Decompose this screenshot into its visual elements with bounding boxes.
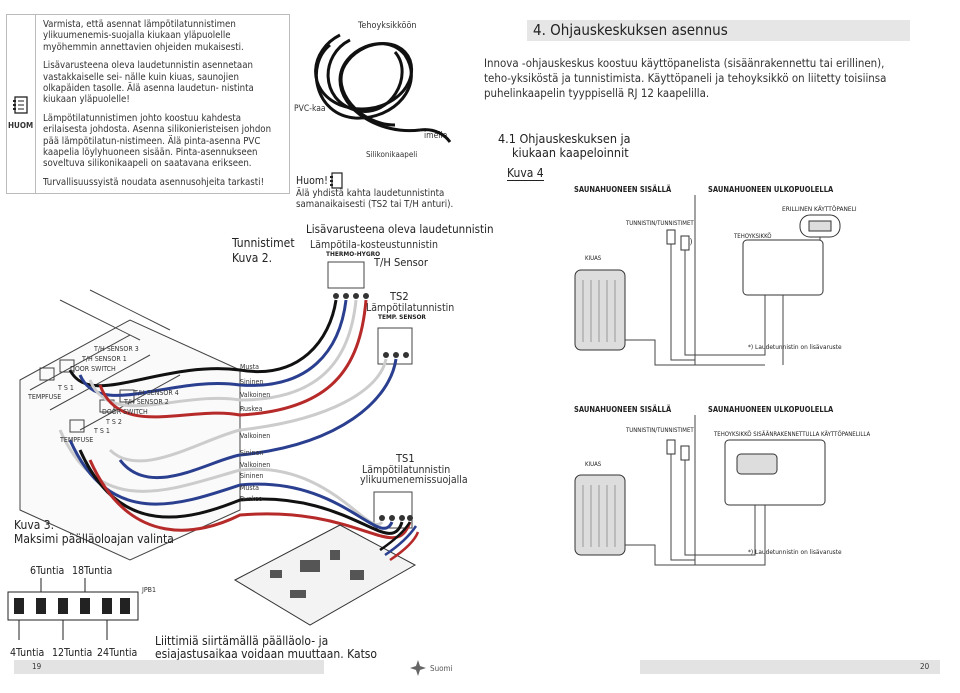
cabling-diagram-2	[574, 415, 826, 566]
d1-kiuas-label: KIUAS	[585, 255, 602, 262]
cabling-diagram-1	[574, 195, 841, 366]
wire-label-9: Musta	[240, 484, 260, 492]
star-logo-icon	[410, 660, 426, 676]
board-ts2: T S 2	[106, 418, 122, 426]
language-label: Suomi	[430, 664, 453, 673]
note-icon	[13, 96, 28, 114]
option-24-hours: 24Tuntia	[97, 647, 138, 659]
cable-coil-illustration	[314, 33, 452, 143]
note-paragraph-1: Varmista, että asennat lämpötilatunnisti…	[43, 19, 244, 53]
option-18-hours: 18Tuntia	[72, 565, 113, 577]
note-paragraph-4: Turvallisuussyistä noudata asennusohjeit…	[43, 176, 265, 188]
figure-3-label: Kuva 3.	[14, 518, 55, 532]
subsection-heading-line-2: kiukaan kaapeloinnit	[512, 145, 629, 160]
warning-note-box: HUOM Varmista, että asennat lämpötilatun…	[6, 14, 290, 194]
d1-outside-label: SAUNAHUONEEN ULKOPUOLELLA	[708, 185, 834, 194]
ts1-description-2: ylikuumenemissuojalla	[360, 474, 468, 486]
label-tehoyksikkoon: Tehoyksikköön	[358, 21, 417, 31]
wire-label-10: Ruskea	[240, 495, 263, 503]
board-tempfuse-2: TEMPFUSE	[60, 436, 94, 444]
board-th-sensor-1: T/H SENSOR 1	[82, 355, 127, 363]
note-icon-2	[330, 172, 343, 189]
d1-panel-label: ERILLINEN KÄYTTÖPANELI	[782, 205, 857, 213]
d1-sensor-label: TUNNISTIN/TUNNISTIMET	[626, 220, 694, 227]
temp-humidity-sensor-label: Lämpötila-kosteustunnistin	[310, 239, 438, 251]
huom-label: HUOM	[8, 121, 34, 130]
note-paragraph-2: Lisävarusteena oleva laudetunnistin asen…	[43, 60, 254, 106]
figure-2-label: Kuva 2.	[232, 251, 273, 265]
ts2-description: Lämpötilatunnistin	[366, 302, 455, 314]
wire-label-6: Sininen	[240, 449, 264, 457]
d2-note: *) Laudetunnistin on lisävaruste	[748, 548, 842, 556]
d2-outside-label: SAUNAHUONEEN ULKOPUOLELLA	[708, 405, 834, 414]
option-4-hours: 4Tuntia	[10, 647, 45, 659]
label-silicone-cable: Silikonikaapeli	[366, 150, 418, 159]
ts1-description-1: Lämpötilatunnistin	[362, 464, 451, 476]
board-th-sensor-4: T/H SENSOR 4	[134, 389, 179, 397]
wire-label-3: Valkoinen	[240, 391, 271, 399]
board-tempfuse: TEMPFUSE	[28, 393, 62, 401]
temp-sensor-label: TEMP. SENSOR	[378, 313, 426, 321]
wire-label-7: Valkoinen	[240, 461, 271, 469]
thermo-hygro-label: THERMO-HYGRO	[326, 250, 381, 258]
section-intro: Innova -ohjauskeskus koostuu käyttöpanel…	[484, 56, 887, 100]
board-th-sensor-2: T/H SENSOR 2	[124, 398, 169, 406]
board-door-switch: DOOR SWITCH	[70, 365, 116, 373]
wire-label-8: Sininen	[240, 472, 264, 480]
d1-power-label: TEHOYKSIKKÖ	[734, 233, 772, 240]
jumper-pins-diagram	[7, 578, 139, 640]
right-footer-bar	[640, 660, 940, 674]
subsection-heading-line-1: 4.1 Ohjauskeskuksen ja	[498, 131, 631, 146]
optional-bench-sensor-label: Lisävarusteena oleva laudetunnistin	[306, 222, 494, 236]
note-paragraph-3: Lämpötilatunnistimen johto koostuu kahde…	[43, 112, 272, 170]
d1-inside-label: SAUNAHUONEEN SISÄLLÄ	[574, 185, 672, 194]
board-ts1b: T S 1	[94, 427, 110, 435]
board-ts1: T S 1	[58, 384, 74, 392]
d2-inside-label: SAUNAHUONEEN SISÄLLÄ	[574, 405, 672, 414]
left-footer-bar	[14, 660, 324, 674]
huom-title: Huom!	[296, 175, 328, 187]
control-board-illustration	[233, 521, 420, 626]
jpb1-label: JPB1	[142, 586, 156, 594]
wire-label-5: Valkoinen	[240, 432, 271, 440]
right-page-number: 20	[920, 662, 930, 671]
label-pvc-cable: PVC-kaa	[294, 104, 326, 114]
board-door-switch-2: DOOR SWITCH	[102, 408, 148, 416]
left-page-number: 19	[32, 662, 42, 671]
ts2-label: TS2	[390, 290, 409, 303]
option-12-hours: 12Tuntia	[52, 647, 93, 659]
board-th-sensor-3: T/H SENSOR 3	[94, 345, 139, 353]
d2-sensor-label: TUNNISTIN/TUNNISTIMET	[626, 427, 694, 434]
th-sensor-label: T/H Sensor	[374, 256, 428, 269]
d1-note: *) Laudetunnistin on lisävaruste	[748, 343, 842, 351]
label-imelle: imelle	[424, 131, 448, 141]
ts1-label: TS1	[396, 452, 415, 465]
wire-label-4: Ruskea	[240, 405, 263, 413]
wiring-diagram	[19, 261, 413, 561]
d2-kiuas-label: KIUAS	[585, 461, 602, 468]
wire-label-2: Sininen	[240, 378, 264, 386]
d2-power-label: TEHOYKSIKKÖ SISÄÄNRAKENNETTULLA KÄYTTÖPA…	[714, 431, 871, 438]
figure-3-title: Maksimi päälläoloajan valinta	[14, 532, 174, 546]
note-text: Varmista, että asennat lämpötilatunnisti…	[43, 19, 287, 195]
sensors-caption: Tunnistimet	[232, 236, 295, 250]
figure-4-label: Kuva 4	[507, 166, 544, 181]
wire-label-1: Musta	[240, 363, 260, 371]
huom-text: Älä yhdistä kahta laudetunnistinta saman…	[296, 188, 454, 210]
option-6-hours: 6Tuntia	[30, 565, 65, 577]
section-heading: 4. Ohjauskeskuksen asennus	[527, 20, 910, 41]
